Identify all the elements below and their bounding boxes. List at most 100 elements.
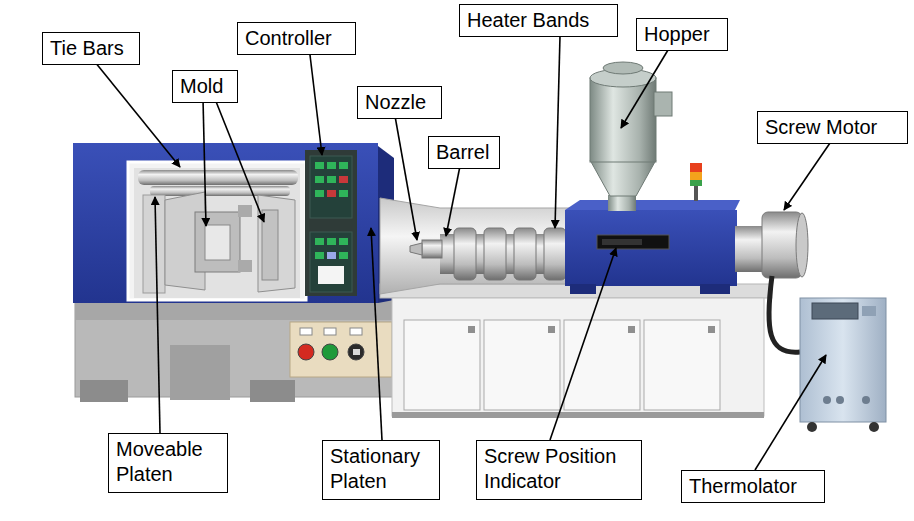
controller-key [327,252,336,259]
callout-box: Stationary Platen [322,440,440,500]
indicator-scale [602,239,642,245]
leader-arrow [371,228,382,440]
block-foot [700,284,730,294]
callout-box: Controller [237,22,356,55]
callout-box: Screw Position Indicator [476,440,642,500]
nozzle-tip [410,243,422,255]
part-label: Screw Motor [765,115,900,140]
callout-box: Nozzle [357,86,442,119]
leader-arrow [755,355,826,470]
window-interior [134,168,300,298]
door-handle [708,326,715,333]
part-label: Thermolator [689,474,817,499]
callout-box: Hopper [636,18,728,51]
warning-light [690,163,702,172]
thermolator-display [812,303,858,319]
moveable-platen [143,195,165,293]
controller-key [327,238,336,245]
part-label: Mold [180,74,230,99]
leader-lines [95,36,830,470]
controller-key [339,176,348,183]
block-top [565,200,740,210]
controller-key [327,162,336,169]
tie-bar [138,170,298,185]
hopper-cone [590,160,656,196]
base-plinth [392,412,764,418]
controller-key [339,162,348,169]
controller-key [315,252,324,259]
controller-key [315,238,324,245]
callout-box: Tie Bars [42,32,140,65]
part-label: Screw Position Indicator [484,444,634,494]
leader-arrow [395,116,417,240]
light-pole [694,185,698,201]
heater-band [454,228,476,280]
leader-arrow [215,99,264,222]
machine-foot [250,380,295,402]
part-label: Hopper [644,22,720,47]
controller-keypad [310,156,352,218]
callout-box: Thermolator [681,470,825,503]
cabinet-door [484,320,560,410]
caster-wheel [869,422,879,432]
button-tag [350,328,362,335]
callout-box: Screw Motor [757,111,908,144]
part-label: Stationary Platen [330,444,432,494]
controller-key [315,176,324,183]
stop-button [298,344,314,360]
mold-pin [238,260,252,272]
callout-box: Barrel [428,136,500,169]
guard-window [128,162,306,300]
callout-box: Moveable Platen [108,433,228,493]
controller-key [315,162,324,169]
mold-half [258,195,295,292]
hopper-throat [608,195,636,211]
mold-cavity [205,225,230,260]
part-label: Barrel [436,140,492,165]
controller-key [339,252,348,259]
controller-key [327,176,336,183]
key-slot [353,349,360,355]
start-button [322,344,338,360]
vent-hole [862,396,870,404]
controller-screen [318,266,344,284]
warning-light [690,172,702,180]
cabinet-door [644,320,720,410]
motor-coupling [735,226,765,272]
hose-cable [769,276,800,352]
leader-arrow [446,166,460,236]
leader-arrow [203,99,206,226]
machine-foot [80,380,128,402]
screw-position-indicator [597,235,669,249]
injection-block [565,210,737,286]
cabinet-door [404,320,480,410]
hopper-bracket [654,92,672,116]
door-handle [548,326,555,333]
button-tag [300,328,312,335]
controller-key [339,238,348,245]
vent-hole [836,396,844,404]
door-handle [628,326,635,333]
vent-hole [823,396,831,404]
part-label: Controller [245,26,348,51]
door-handle [468,326,475,333]
tie-bar [150,186,290,196]
part-label: Moveable Platen [116,437,220,487]
leader-arrow [310,55,322,155]
thermolator-switch [862,306,876,316]
hopper-cap [603,62,643,74]
leader-arrow [621,50,668,128]
part-label: Tie Bars [50,36,132,61]
key-switch [348,344,364,360]
thermolator-unit [800,298,886,422]
base-rail [380,284,772,298]
warning-light [690,180,702,186]
base-recess [170,345,230,400]
heater-band [544,228,566,280]
leader-arrow [784,143,830,210]
caster-wheel [807,422,817,432]
part-label: Heater Bands [467,8,610,33]
